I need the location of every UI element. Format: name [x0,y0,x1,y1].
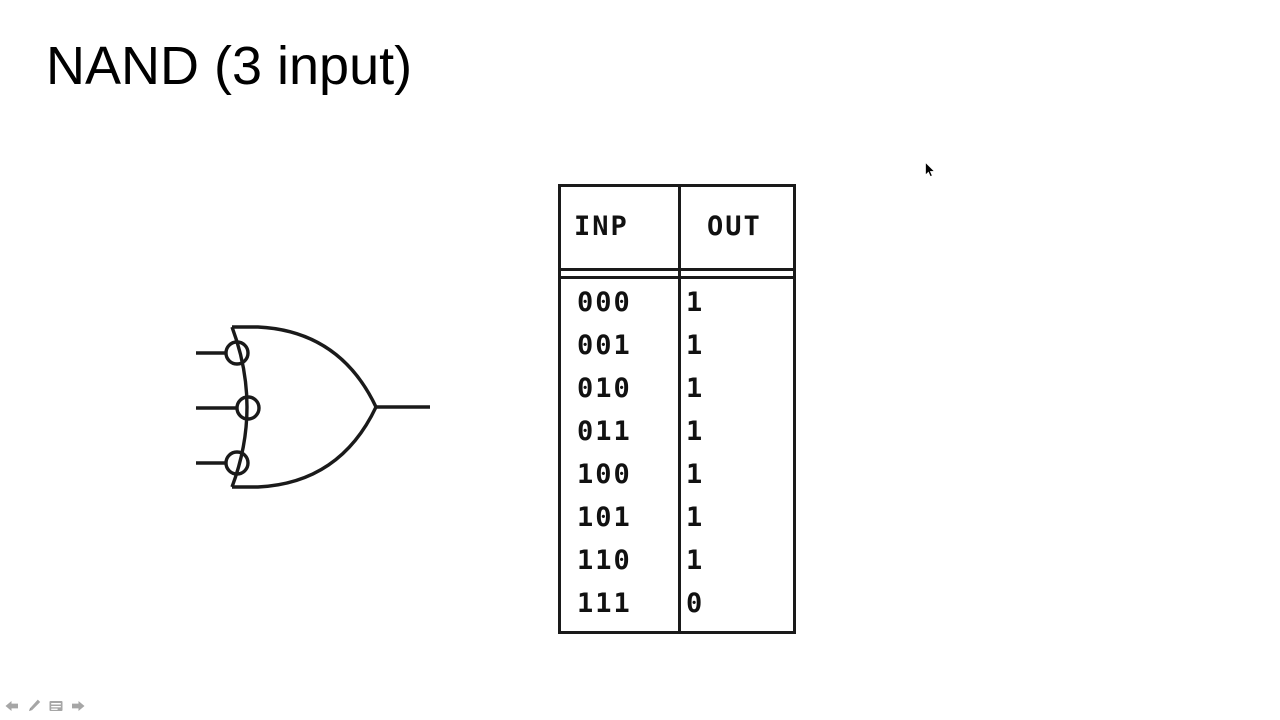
pen-button[interactable] [26,698,42,714]
table-row: 011 1 [561,414,793,457]
table-header-rule-lower [561,276,793,279]
cell-out: 0 [686,588,705,619]
cell-out: 1 [686,330,705,361]
cell-inp: 110 [577,545,632,576]
table-row: 101 1 [561,500,793,543]
table-header-out: OUT [707,211,762,242]
table-row: 111 0 [561,586,793,629]
cell-inp: 010 [577,373,632,404]
gate-body-bottom-edge [232,406,378,489]
page-title: NAND (3 input) [46,36,413,96]
slide-menu-icon [49,701,63,711]
presenter-toolbar[interactable] [4,698,86,714]
next-slide-button[interactable] [70,698,86,714]
gate-body-top-edge [232,325,378,408]
gate-body-left-concave-edge [230,326,249,488]
cell-inp: 001 [577,330,632,361]
previous-slide-button[interactable] [4,698,20,714]
table-body: 000 1 001 1 010 1 011 1 100 1 101 1 [561,285,793,631]
table-row: 100 1 [561,457,793,500]
mouse-pointer [925,161,937,180]
cell-out: 1 [686,545,705,576]
nand-gate-figure [180,305,450,510]
previous-slide-icon [5,701,18,711]
cell-inp: 101 [577,502,632,533]
next-slide-icon [72,701,85,711]
cell-out: 1 [686,502,705,533]
cell-out: 1 [686,287,705,318]
cell-inp: 011 [577,416,632,447]
cell-out: 1 [686,373,705,404]
table-column-divider [678,187,681,631]
truth-table: INP OUT 000 1 001 1 010 1 011 1 100 1 [558,184,796,634]
slide-menu-button[interactable] [48,698,64,714]
table-row: 001 1 [561,328,793,371]
pen-icon [29,699,41,712]
mouse-pointer-icon [925,161,936,178]
table-row: 000 1 [561,285,793,328]
cell-out: 1 [686,416,705,447]
table-header-inp: INP [574,211,629,242]
cell-inp: 111 [577,588,632,619]
cell-inp: 100 [577,459,632,490]
cell-inp: 000 [577,287,632,318]
table-header-rule-upper [561,268,793,271]
cell-out: 1 [686,459,705,490]
nand-gate-drawing [196,325,430,489]
table-row: 010 1 [561,371,793,414]
table-row: 110 1 [561,543,793,586]
